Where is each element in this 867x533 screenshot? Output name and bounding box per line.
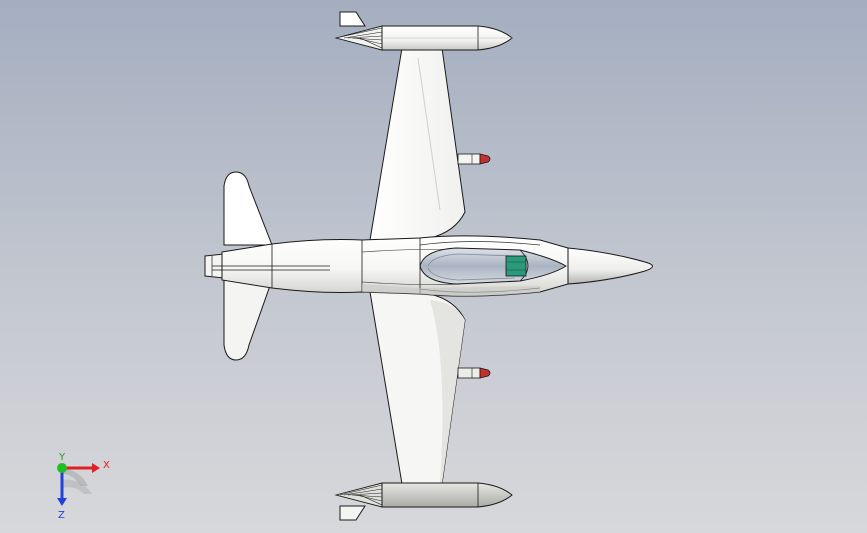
missile-upper[interactable] xyxy=(457,153,491,165)
reference-triad[interactable]: X Y Z xyxy=(40,452,120,522)
x-axis-arrow-icon xyxy=(92,463,100,473)
z-axis-arrow-icon xyxy=(57,498,67,506)
instrument-panel xyxy=(505,255,527,277)
z-axis-label: Z xyxy=(58,510,65,521)
wingtip-fuel-tank-lower[interactable] xyxy=(334,482,513,521)
nose-cone[interactable] xyxy=(567,247,653,285)
wingtip-fuel-tank-upper[interactable] xyxy=(334,11,513,51)
x-axis-label: X xyxy=(103,460,110,471)
y-axis-label: Y xyxy=(58,452,66,463)
main-wing[interactable] xyxy=(369,47,466,485)
cockpit-canopy[interactable] xyxy=(419,247,567,285)
y-axis-dot-icon xyxy=(57,463,67,473)
horizontal-stabilizer[interactable] xyxy=(223,171,273,361)
missile-lower[interactable] xyxy=(457,367,491,379)
